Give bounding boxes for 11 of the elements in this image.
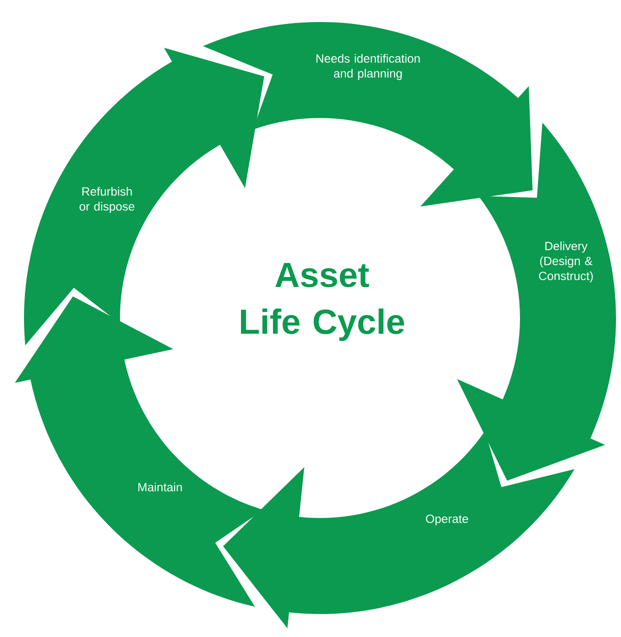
curved-arrow bbox=[223, 430, 575, 628]
stage-label: Operate bbox=[426, 514, 468, 526]
curved-arrow bbox=[24, 48, 264, 346]
curved-arrow bbox=[14, 296, 264, 607]
stage-label: Delivery (Design & Construct) bbox=[539, 242, 593, 282]
curved-arrow bbox=[202, 22, 533, 207]
stage-label: Needs identification and planning bbox=[316, 54, 420, 80]
curved-arrow bbox=[457, 122, 616, 481]
stage-label: Refurbish or dispose bbox=[80, 186, 134, 214]
stage-label: Maintain bbox=[138, 482, 182, 492]
title: Asset Life Cycle bbox=[241, 262, 404, 342]
